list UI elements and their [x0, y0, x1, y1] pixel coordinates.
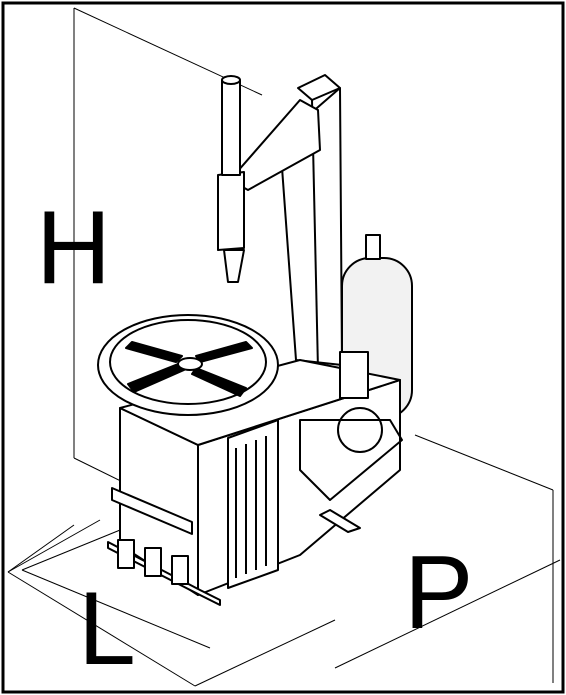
depth-label: P — [404, 535, 473, 651]
room-outline — [7, 7, 561, 687]
length-label: L — [78, 571, 136, 687]
height-label: H — [36, 190, 111, 306]
tire-changer-machine-icon — [97, 74, 413, 606]
